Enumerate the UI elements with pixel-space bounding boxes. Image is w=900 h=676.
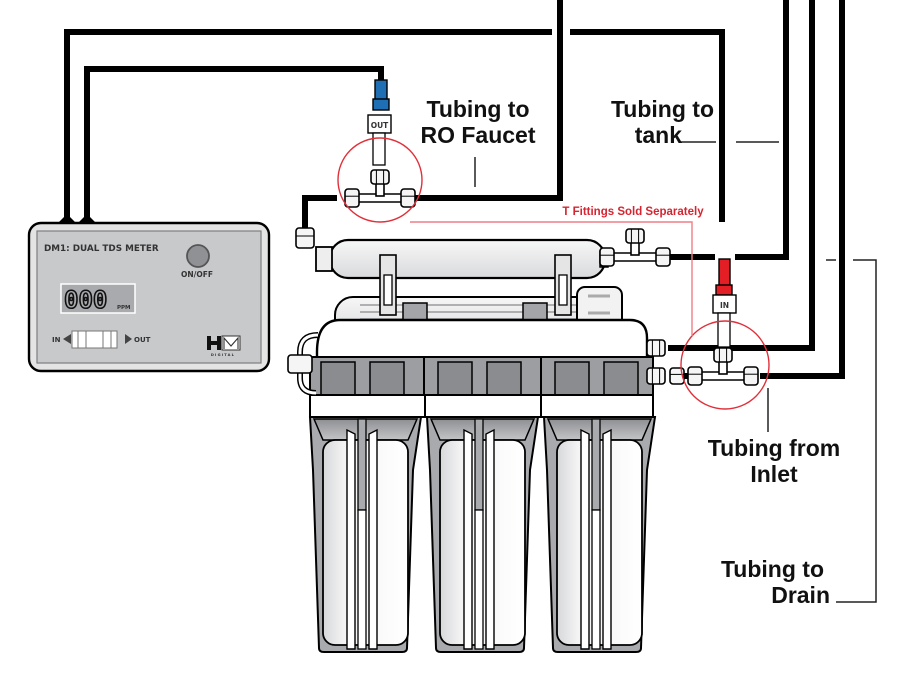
lcd-value: 000 (64, 286, 107, 314)
fitting-drain-port (646, 339, 666, 357)
filter-manifold (287, 238, 654, 418)
label-tank-line2: tank (634, 121, 682, 148)
label-ro-faucet: Tubing to RO Faucet (410, 96, 546, 149)
label-tank-line1: Tubing to (610, 96, 714, 122)
push-fitting (599, 247, 615, 267)
in-probe-label: IN (720, 301, 729, 310)
tube-drain (668, 0, 815, 351)
label-inlet-line1: Tubing from (707, 435, 841, 461)
tube-meter-in-probe (64, 29, 552, 222)
label-t-fittings: T Fittings Sold Separately (562, 206, 704, 218)
switch-in-label: IN (52, 336, 61, 344)
label-inlet: Tubing from Inlet (694, 435, 854, 488)
out-probe-label: OUT (371, 121, 389, 130)
band-slot (320, 361, 356, 396)
push-fitting (400, 188, 416, 208)
out-probe: OUT (367, 79, 392, 166)
power-button-label: ON/OFF (181, 270, 213, 279)
tube-inlet-cont (760, 0, 845, 379)
filter-housing (308, 416, 423, 653)
band-slot (369, 361, 405, 396)
label-ro-faucet-line1: Tubing to (426, 96, 530, 122)
filter-housing (425, 416, 540, 653)
label-drain: Tubing to Drain (700, 556, 830, 609)
hm-digital-logo: DIGITAL (207, 335, 241, 357)
tds-meter: DM1: DUAL TDS METER ON/OFF 000 PPM IN OU… (27, 214, 271, 373)
tube-post-to-tee (302, 195, 337, 228)
filter-housing (542, 416, 657, 653)
push-fitting (625, 228, 645, 244)
push-fitting (344, 188, 360, 208)
lcd-unit: PPM (117, 305, 131, 311)
power-button[interactable] (186, 244, 210, 268)
in-probe: IN (712, 258, 737, 348)
tube-meter-in-probe-cont (570, 29, 725, 222)
label-drain-line2: Drain (771, 581, 830, 608)
t-fitting-highlights (337, 137, 770, 410)
label-tank: Tubing to tank (588, 96, 714, 149)
lcd-display (60, 283, 136, 314)
fitting-inlet-port (646, 367, 666, 385)
fitting-inlet-coupler (669, 367, 685, 385)
label-ro-faucet-line2: RO Faucet (420, 121, 536, 148)
filter-housings (308, 416, 657, 653)
push-fitting (687, 366, 703, 386)
elbow-fitting-post-filter (295, 227, 315, 249)
band-slot (437, 361, 473, 396)
switch-out-label: OUT (134, 336, 151, 344)
push-fitting (713, 347, 733, 363)
label-drain-line1: Tubing to (720, 556, 824, 582)
tube-meter-out-probe (84, 66, 384, 222)
fittings (295, 169, 759, 386)
brand-sub: DIGITAL (211, 353, 235, 357)
tube-tank-cont (735, 0, 789, 260)
band-slot (554, 361, 590, 396)
band-slot (486, 361, 522, 396)
leader-lines (474, 141, 877, 603)
in-out-switch[interactable] (71, 330, 118, 349)
push-fitting (370, 169, 390, 185)
band-slot (603, 361, 639, 396)
push-fitting (655, 247, 671, 267)
meter-title: DM1: DUAL TDS METER (44, 244, 159, 254)
tube-ro-faucet (412, 0, 563, 201)
push-fitting (743, 366, 759, 386)
label-inlet-line2: Inlet (750, 460, 798, 487)
